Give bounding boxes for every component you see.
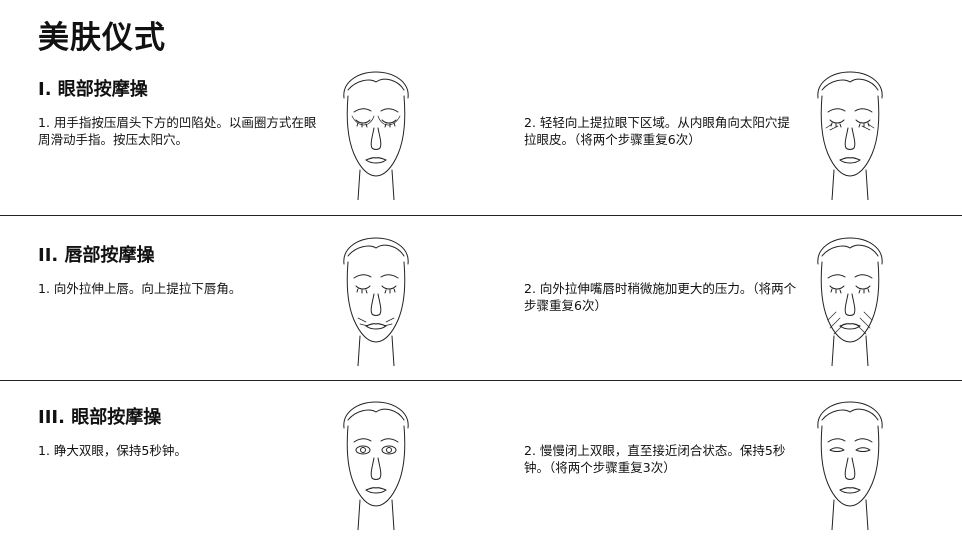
section-heading: II. 唇部按摩操 (38, 245, 155, 266)
face-eyes-half-closed-icon (810, 400, 890, 530)
face-eyes-closed-lift-icon (810, 70, 890, 200)
section-divider (0, 215, 962, 216)
section-heading: I. 眼部按摩操 (38, 79, 148, 100)
step-text: 1. 用手指按压眉头下方的凹陷处。以画圈方式在眼周滑动手指。按压太阳穴。 (38, 115, 317, 147)
section-divider (0, 380, 962, 381)
step-text: 2. 向外拉伸嘴唇时稍微施加更大的压力。（将两个步骤重复6次） (524, 281, 797, 313)
step-text: 1. 向外拉伸上唇。向上提拉下唇角。 (38, 281, 242, 296)
step-text: 2. 轻轻向上提拉眼下区域。从内眼角向太阳穴提拉眼皮。（将两个步骤重复6次） (524, 115, 790, 147)
face-eyes-wide-open-icon (336, 400, 416, 530)
face-lips-stretch-icon (336, 236, 416, 366)
step-text: 1. 睁大双眼，保持5秒钟。 (38, 443, 187, 458)
step-text: 2. 慢慢闭上双眼，直至接近闭合状态。保持5秒钟。（将两个步骤重复3次） (524, 443, 786, 475)
face-eyes-closed-circles-icon (336, 70, 416, 200)
page-title: 美肤仪式 (38, 20, 166, 56)
face-cheek-lift-icon (810, 236, 890, 366)
section-heading: III. 眼部按摩操 (38, 407, 162, 428)
